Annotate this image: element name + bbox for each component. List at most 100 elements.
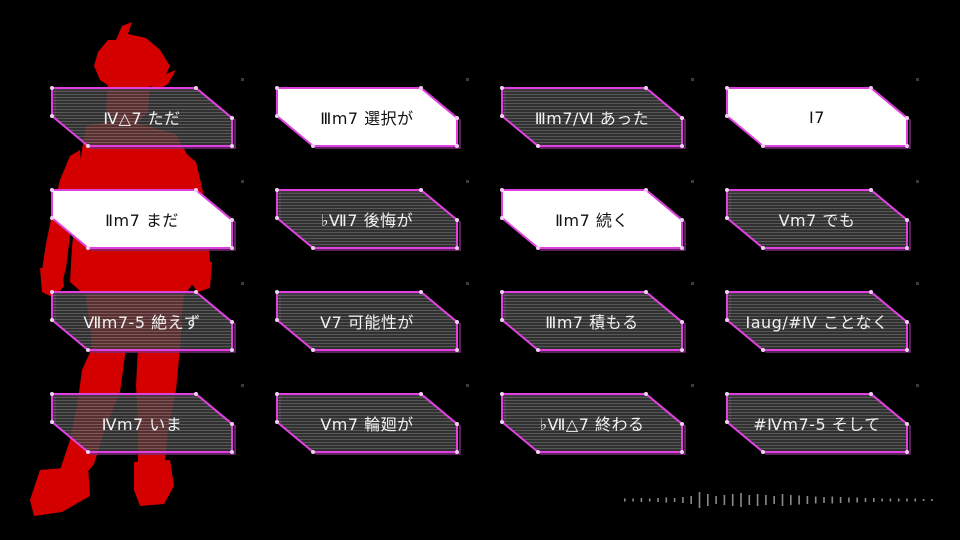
tile-corner-node bbox=[761, 450, 765, 454]
tile-corner-node bbox=[50, 318, 54, 322]
waveform-bar bbox=[731, 494, 734, 506]
chord-tile[interactable]: Ⅲm7/Ⅵ あった bbox=[500, 86, 686, 149]
tile-frame bbox=[725, 188, 911, 251]
chord-tile[interactable]: Ⅳm7 いま bbox=[50, 392, 236, 455]
tile-corner-node bbox=[869, 86, 873, 90]
waveform-bar bbox=[889, 498, 892, 502]
tile-corner-node bbox=[644, 290, 648, 294]
corner-tick bbox=[691, 78, 694, 81]
tile-corner-node bbox=[86, 246, 90, 250]
tile-corner-node bbox=[230, 144, 234, 148]
corner-tick bbox=[466, 180, 469, 183]
tile-corner-node bbox=[311, 450, 315, 454]
waveform-bar bbox=[914, 498, 917, 502]
tile-corner-node bbox=[680, 218, 684, 222]
chord-tile[interactable]: Ⅴm7 でも bbox=[725, 188, 911, 251]
chord-tile-label: Iaug/#Ⅳ ことなく bbox=[745, 313, 889, 332]
tile-corner-node bbox=[311, 348, 315, 352]
tile-corner-node bbox=[455, 218, 459, 222]
chord-tile[interactable]: Ⅲm7 選択が bbox=[275, 86, 461, 149]
chord-tile[interactable]: ♭Ⅶ7 後悔が bbox=[275, 188, 461, 251]
tile-corner-node bbox=[194, 290, 198, 294]
chord-tile-label: Ⅳ△7 ただ bbox=[103, 109, 181, 128]
tile-corner-node bbox=[455, 320, 459, 324]
chord-tile[interactable]: Ⅱm7 続く bbox=[500, 188, 686, 251]
waveform-bar bbox=[831, 496, 834, 504]
tile-corner-node bbox=[644, 188, 648, 192]
corner-tick bbox=[241, 282, 244, 285]
waveform-bar bbox=[906, 498, 908, 502]
waveform-bar bbox=[698, 492, 701, 508]
waveform-bar bbox=[922, 499, 925, 501]
waveform-bar bbox=[864, 498, 867, 502]
tile-corner-node bbox=[500, 318, 504, 322]
tile-frame bbox=[50, 86, 236, 149]
tile-corner-node bbox=[905, 320, 909, 324]
tile-corner-node bbox=[419, 392, 423, 396]
waveform-bar bbox=[740, 493, 742, 507]
chord-tile[interactable]: ♭Ⅶ△7 終わる bbox=[500, 392, 686, 455]
tile-corner-node bbox=[311, 246, 315, 250]
tile-corner-node bbox=[905, 450, 909, 454]
waveform-bar bbox=[707, 494, 709, 506]
chord-tile[interactable]: Ⅶm7-5 絶えず bbox=[50, 290, 236, 353]
tile-corner-node bbox=[86, 348, 90, 352]
tile-corner-node bbox=[50, 114, 54, 118]
chord-tile[interactable]: Ⅴ7 可能性が bbox=[275, 290, 461, 353]
tile-corner-node bbox=[86, 144, 90, 148]
tile-corner-node bbox=[419, 188, 423, 192]
tile-corner-node bbox=[644, 392, 648, 396]
tile-corner-node bbox=[275, 318, 279, 322]
corner-tick bbox=[691, 384, 694, 387]
tile-corner-node bbox=[680, 320, 684, 324]
chord-tile-label: Ⅲm7/Ⅵ あった bbox=[534, 109, 650, 128]
tile-corner-node bbox=[500, 290, 504, 294]
tile-corner-node bbox=[500, 392, 504, 396]
waveform-bar bbox=[748, 495, 751, 505]
chord-tile[interactable]: Ⅳ△7 ただ bbox=[50, 86, 236, 149]
tile-frame bbox=[725, 290, 911, 353]
tile-corner-node bbox=[680, 116, 684, 120]
tile-corner-node bbox=[869, 392, 873, 396]
tile-corner-node bbox=[536, 246, 540, 250]
chord-tile[interactable]: Ⅱm7 まだ bbox=[50, 188, 236, 251]
chord-tile[interactable]: #Ⅳm7-5 そして bbox=[725, 392, 911, 455]
tile-corner-node bbox=[230, 422, 234, 426]
tile-corner-node bbox=[536, 450, 540, 454]
tile-corner-node bbox=[455, 246, 459, 250]
waveform-bar bbox=[632, 498, 634, 502]
chord-tile[interactable]: Ⅰ7 bbox=[725, 86, 911, 149]
tile-corner-node bbox=[194, 86, 198, 90]
waveform-bar bbox=[814, 496, 817, 504]
waveform-bar bbox=[790, 495, 792, 505]
tile-corner-node bbox=[680, 422, 684, 426]
tile-corner-node bbox=[275, 290, 279, 294]
tile-corner-node bbox=[500, 188, 504, 192]
tile-corner-node bbox=[275, 216, 279, 220]
tile-corner-node bbox=[230, 116, 234, 120]
tile-corner-node bbox=[725, 114, 729, 118]
corner-tick bbox=[466, 384, 469, 387]
tile-corner-node bbox=[905, 218, 909, 222]
waveform-bar bbox=[781, 494, 784, 506]
tile-corner-node bbox=[680, 348, 684, 352]
chord-tile[interactable]: Ⅲm7 積もる bbox=[500, 290, 686, 353]
chord-tile-label: Ⅲm7 選択が bbox=[320, 109, 414, 128]
tile-corner-node bbox=[86, 450, 90, 454]
tile-frame bbox=[50, 392, 236, 455]
chord-tile[interactable]: Ⅴm7 輪廻が bbox=[275, 392, 461, 455]
tile-corner-node bbox=[275, 392, 279, 396]
tile-corner-node bbox=[455, 422, 459, 426]
corner-tick bbox=[466, 78, 469, 81]
tile-corner-node bbox=[536, 348, 540, 352]
waveform-bar bbox=[682, 497, 684, 503]
corner-tick bbox=[916, 384, 919, 387]
tile-corner-node bbox=[455, 450, 459, 454]
tile-frame bbox=[275, 392, 461, 455]
tile-corner-node bbox=[680, 450, 684, 454]
tile-frame bbox=[275, 290, 461, 353]
waveform-bar bbox=[756, 494, 759, 506]
chord-tile[interactable]: Iaug/#Ⅳ ことなく bbox=[725, 290, 911, 353]
